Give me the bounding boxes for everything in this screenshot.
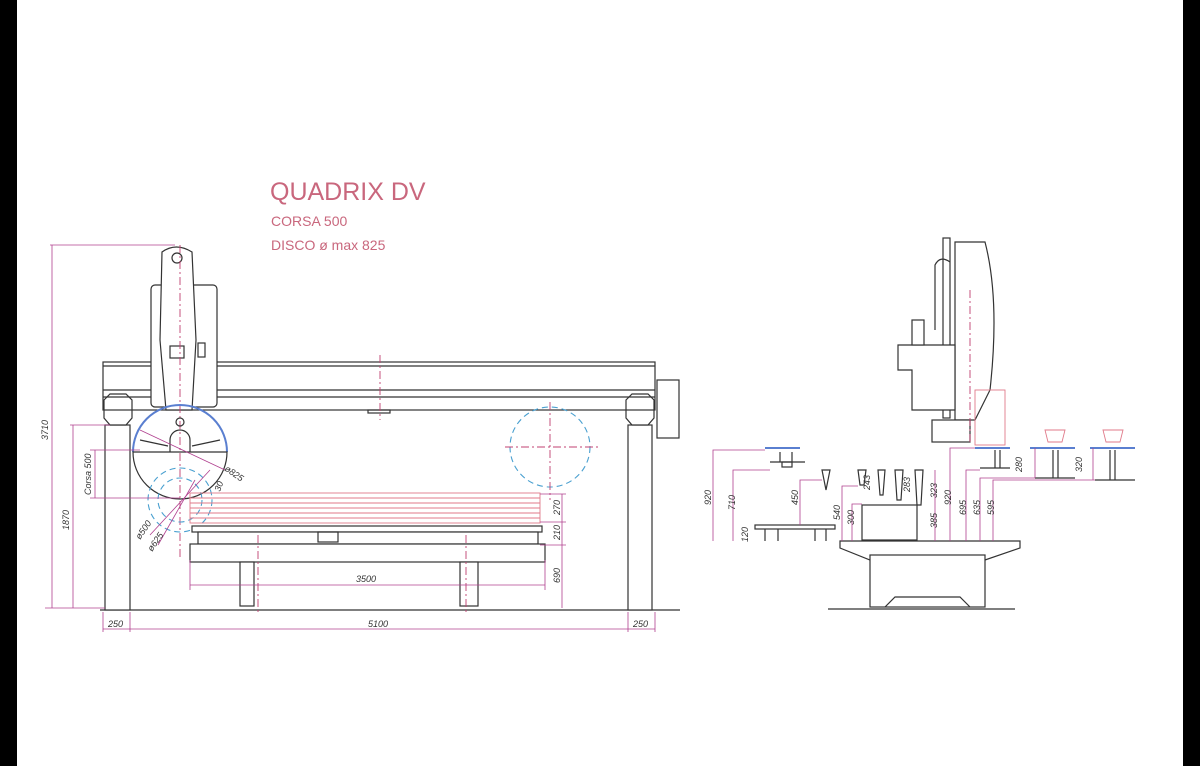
- drawing-title: QUADRIX DV: [270, 178, 426, 206]
- table-leg: [459, 561, 479, 607]
- dim-span: 5100: [368, 619, 388, 629]
- side-view: 920 710 450 120 540 300 243 283 323 385 …: [703, 237, 1135, 610]
- cable-loop: [934, 258, 951, 330]
- dim-left-margin: 250: [107, 619, 123, 629]
- disc-mid-leader: [157, 479, 196, 546]
- dim-side: 280: [1014, 457, 1024, 473]
- dim-side: 635: [972, 499, 982, 515]
- dim-stroke: Corsa 500: [83, 453, 93, 495]
- dim-base-height: 690: [552, 568, 562, 583]
- dim-side: 695: [958, 499, 968, 515]
- left-border: [0, 0, 17, 766]
- dim-side: 320: [1074, 457, 1084, 472]
- blade-inner-circle: [157, 477, 203, 523]
- slab-sample: [861, 504, 918, 541]
- table-top: [191, 525, 543, 533]
- machine-bench-body: [869, 554, 986, 608]
- dim-side: 540: [832, 505, 842, 520]
- motor-box: [656, 379, 680, 439]
- head-window: [197, 342, 206, 358]
- right-column: [627, 424, 653, 611]
- beam-stop: [367, 409, 391, 414]
- dim-height-beam: 1870: [61, 510, 71, 530]
- front-dimension-lines: [45, 244, 656, 632]
- side-dimension-lines: [712, 447, 1095, 541]
- head-base-side: [931, 419, 971, 443]
- dim-disc-min: ø500: [133, 519, 153, 542]
- right-border: [1183, 0, 1200, 766]
- guard-spoke: [139, 439, 169, 447]
- dim-disc-mid: ø625: [145, 530, 166, 553]
- profile-tools: [754, 429, 1135, 541]
- dim-slab-height: 270: [552, 500, 562, 516]
- head-body-side: [897, 344, 956, 411]
- spindle-hub: [169, 429, 191, 452]
- front-view: 3710 1870 Corsa 500 ø825 ø500 ø625 30 27…: [40, 244, 680, 632]
- guard-spoke: [191, 439, 221, 447]
- head-column: [159, 246, 197, 411]
- bench-foot: [884, 596, 971, 608]
- logo-badge: [171, 252, 183, 264]
- dim-side: 920: [703, 490, 713, 505]
- dim-side: 300: [846, 510, 856, 525]
- dim-side: 920: [943, 490, 953, 505]
- dim-side: 710: [727, 495, 737, 510]
- spindle: [175, 417, 185, 427]
- disc-max-leader: [139, 429, 226, 471]
- stone-slabs: [189, 492, 541, 524]
- table-block: [317, 531, 339, 543]
- dim-table-height: 210: [552, 525, 562, 541]
- subtitle-disc: DISCO ø max 825: [271, 237, 386, 253]
- head-bracket: [911, 319, 925, 346]
- dim-side: 450: [790, 490, 800, 505]
- left-column: [104, 424, 131, 611]
- table-frame: [197, 531, 539, 545]
- dim-height-total: 3710: [40, 420, 50, 440]
- dim-side: 120: [740, 527, 750, 542]
- dim-side: 283: [902, 477, 912, 493]
- dim-side: 385: [929, 512, 939, 528]
- dim-disc-max: ø825: [223, 463, 246, 484]
- table-base: [189, 543, 546, 563]
- head-window: [169, 345, 185, 359]
- blade-guard-side: [954, 241, 995, 421]
- blade-min-circle: [147, 467, 213, 533]
- dim-right-margin: 250: [632, 619, 648, 629]
- dim-offset: 30: [212, 480, 225, 493]
- dim-side: 323: [929, 483, 939, 498]
- blade-disc: [132, 451, 228, 500]
- blade-profile: [974, 389, 1006, 446]
- dim-side: 595: [986, 499, 996, 515]
- blade-guard: [132, 404, 228, 453]
- table-leg: [239, 561, 255, 607]
- disc-min-leader: [149, 469, 211, 536]
- dim-table-width: 3500: [356, 574, 376, 584]
- dim-side: 243: [862, 475, 872, 491]
- subtitle-stroke: CORSA 500: [271, 213, 348, 229]
- vertical-slide: [942, 237, 951, 419]
